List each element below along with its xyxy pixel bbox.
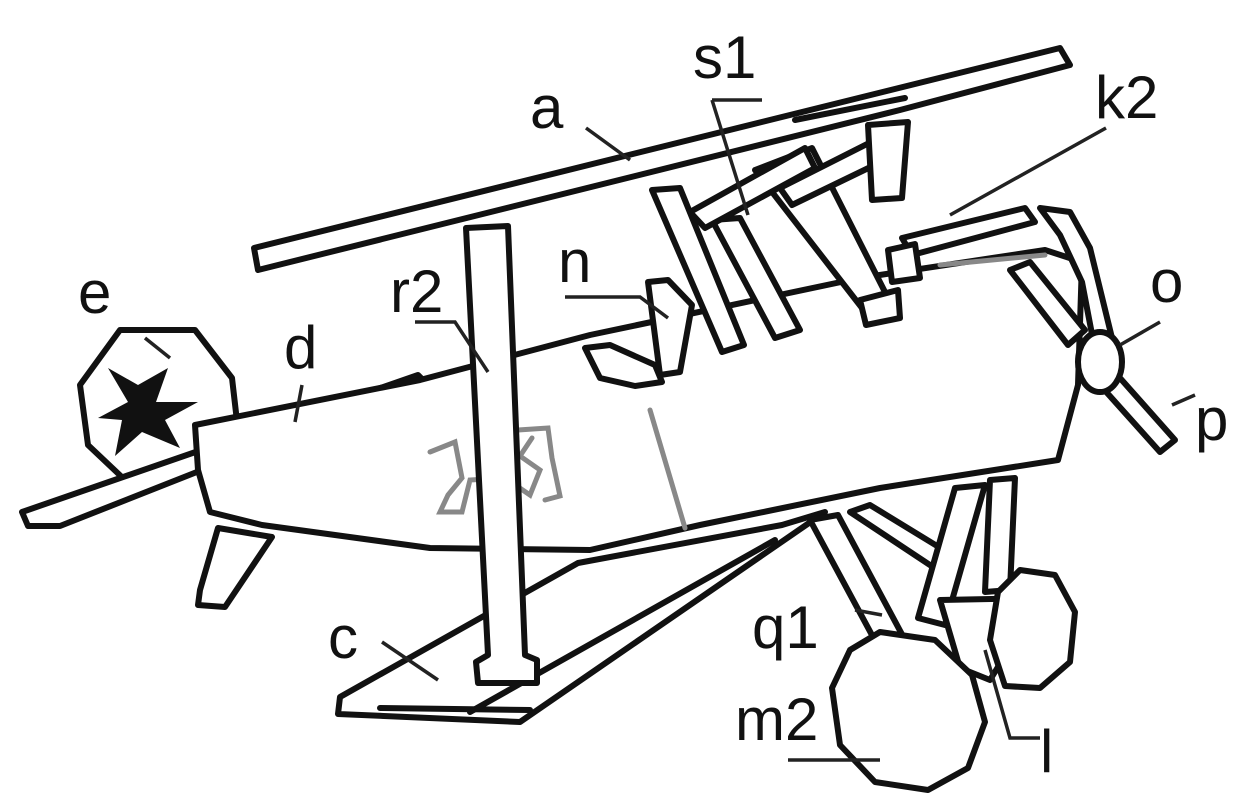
label-s1: s1 [693, 24, 756, 91]
label-d: d [284, 314, 317, 381]
label-q1: q1 [752, 594, 819, 661]
label-a: a [530, 74, 564, 141]
label-n: n [558, 228, 591, 295]
label-e: e [78, 259, 111, 326]
upper-wing [251, 45, 1073, 273]
tail-skid [195, 525, 275, 610]
far-wheel [987, 567, 1078, 691]
side-bracket [427, 425, 563, 515]
iron-cross-icon [98, 368, 198, 456]
part-labels: a s1 k2 n e r2 d o p c q1 m2 l [78, 24, 1228, 785]
machine-guns [885, 205, 1038, 285]
label-r2: r2 [390, 258, 443, 325]
rear-strut [463, 223, 540, 686]
label-k2: k2 [1095, 64, 1158, 131]
label-l: l [1040, 718, 1053, 785]
leader-lines [143, 98, 1196, 762]
label-c: c [328, 604, 358, 671]
label-o: o [1150, 248, 1183, 315]
near-wheel [829, 629, 988, 793]
label-m2: m2 [735, 686, 818, 753]
label-p: p [1195, 386, 1228, 453]
cockpit [582, 277, 695, 389]
propeller [1007, 259, 1178, 455]
cabane-struts [649, 119, 911, 355]
